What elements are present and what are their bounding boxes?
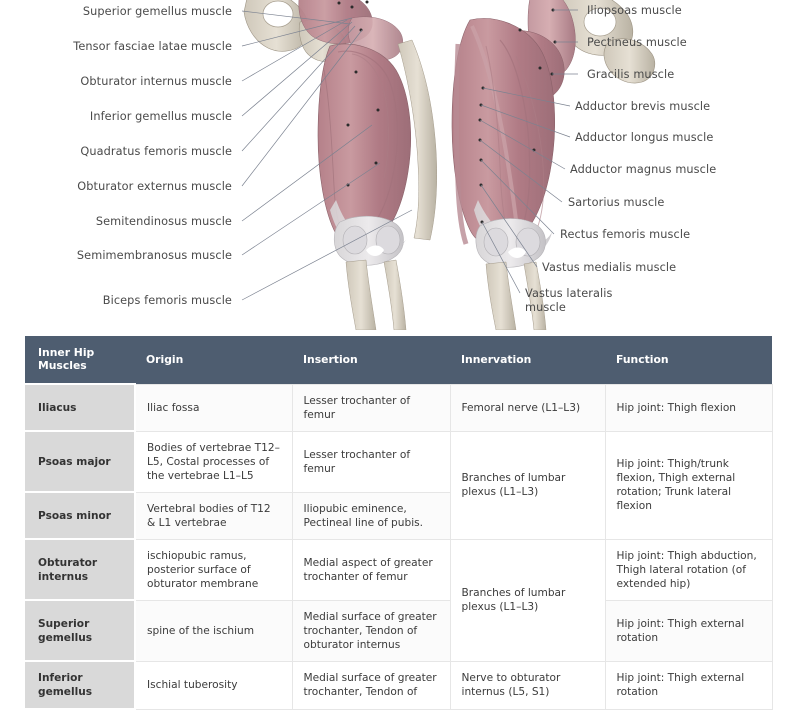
function-cell: Hip joint: Thigh flexion: [604, 383, 773, 432]
muscle-label-left-5: Obturator externus muscle: [77, 180, 232, 193]
innervation-cell: Branches of lumbar plexus (L1–L3): [449, 430, 606, 540]
muscle-label-right-7: Rectus femoris muscle: [560, 228, 691, 241]
posterior-limb-view: [243, 0, 437, 330]
leader-line-left-7: [241, 162, 381, 256]
leader-lines: [241, 9, 578, 301]
muscle-label-right-3: Adductor brevis muscle: [575, 100, 711, 113]
muscle-label-right-5: Adductor magnus muscle: [570, 163, 717, 176]
origin-cell: ischiopubic ramus, posterior surface of …: [134, 538, 293, 601]
leader-line-left-5: [241, 29, 363, 187]
leader-line-left-1: [241, 17, 353, 47]
muscle-label-left-7: Semimembranosus muscle: [76, 249, 232, 262]
muscle-label-left-6: Semitendinosus muscle: [95, 215, 232, 228]
leader-line-right-9: [481, 221, 521, 294]
muscle-name-cell: Obturator internus: [25, 538, 136, 601]
anterior-limb-view: [451, 0, 655, 330]
innervation-cell: Nerve to obturator internus (L5, S1): [449, 660, 606, 710]
origin-cell: Bodies of vertebrae T12–L5, Costal proce…: [134, 430, 293, 493]
muscle-label-right-4: Adductor longus muscle: [575, 131, 714, 144]
column-header-4[interactable]: Function: [605, 336, 772, 384]
leader-line-left-0: [241, 10, 351, 25]
muscle-label-left-0: Superior gemellus muscle: [82, 5, 232, 18]
function-cell: Hip joint: Thigh abduction, Thigh latera…: [604, 538, 773, 601]
leader-line-right-5: [479, 119, 566, 170]
muscle-label-right-9: Vastus lateralis muscle: [525, 287, 613, 314]
muscle-label-left-1: Tensor fasciae latae muscle: [73, 40, 232, 53]
leader-line-right-4: [480, 104, 571, 138]
column-header-2[interactable]: Insertion: [292, 336, 450, 384]
muscle-label-left-3: Inferior gemellus muscle: [89, 110, 232, 123]
function-cell: Hip joint: Thigh external rotation: [604, 660, 773, 710]
origin-cell: Ischial tuberosity: [134, 660, 293, 710]
muscle-label-left-2: Obturator internus muscle: [80, 75, 232, 88]
innervation-cell: Femoral nerve (L1–L3): [449, 383, 606, 432]
muscle-name-cell: Psoas major: [25, 430, 136, 493]
leader-line-left-3: [241, 21, 353, 117]
muscle-label-right-0: Iliopsoas muscle: [587, 4, 682, 17]
muscle-name-cell: Inferior gemellus: [25, 660, 136, 710]
origin-cell: Iliac fossa: [134, 383, 293, 432]
innervation-cell: Branches of lumbar plexus (L1–L3): [449, 538, 606, 662]
leader-line-left-2: [241, 19, 348, 82]
leader-line-right-8: [480, 184, 538, 268]
muscle-label-left-8: Biceps femoris muscle: [102, 294, 232, 307]
origin-cell: Vertebral bodies of T12 & L1 vertebrae: [134, 491, 293, 540]
leader-line-left-8: [241, 209, 413, 301]
column-header-3[interactable]: Innervation: [450, 336, 605, 384]
lower-limb-illustration: [243, 0, 655, 330]
function-cell: Hip joint: Thigh external rotation: [604, 599, 773, 662]
function-cell: Hip joint: Thigh/trunk flexion, Thigh ex…: [604, 430, 773, 540]
leader-line-right-7: [480, 159, 555, 235]
muscle-label-left-4: Quadratus femoris muscle: [80, 145, 232, 158]
insertion-cell: Lesser trochanter of femur: [291, 430, 451, 493]
muscle-name-cell: Iliacus: [25, 383, 136, 432]
column-header-1[interactable]: Origin: [135, 336, 292, 384]
muscle-name-cell: Superior gemellus: [25, 599, 136, 662]
insertion-cell: Medial surface of greater trochanter, Te…: [291, 660, 451, 710]
insertion-cell: Lesser trochanter of femur: [291, 383, 451, 432]
insertion-cell: Iliopubic eminence, Pectineal line of pu…: [291, 491, 451, 540]
muscle-label-right-2: Gracilis muscle: [587, 68, 675, 81]
muscle-name-cell: Psoas minor: [25, 491, 136, 540]
leader-line-left-4: [241, 25, 356, 152]
muscle-label-right-8: Vastus medialis muscle: [542, 261, 677, 274]
leader-line-right-6: [479, 139, 563, 203]
muscle-label-right-6: Sartorius muscle: [568, 196, 665, 209]
leader-line-right-3: [482, 87, 571, 107]
origin-cell: spine of the ischium: [134, 599, 293, 662]
insertion-cell: Medial aspect of greater trochanter of f…: [291, 538, 451, 601]
muscle-label-right-1: Pectineus muscle: [587, 36, 687, 49]
leader-line-left-6: [241, 124, 373, 222]
insertion-cell: Medial surface of greater trochanter, Te…: [291, 599, 451, 662]
